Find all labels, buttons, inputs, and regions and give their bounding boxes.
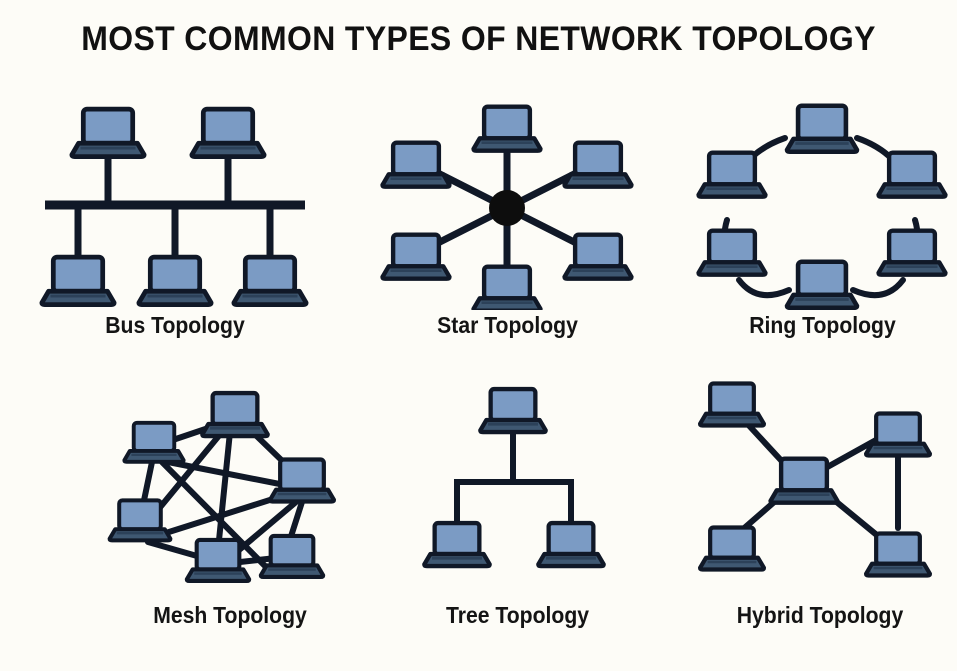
hybrid-link-center-topright — [819, 437, 879, 473]
laptop-node — [380, 232, 452, 281]
hybrid-topology-diagram — [697, 381, 933, 578]
laptop-node — [697, 381, 767, 428]
panel-hybrid-topology: Hybrid Topology — [680, 370, 957, 635]
laptop-node — [697, 525, 767, 572]
hybrid-nodes — [697, 381, 933, 578]
panel-label-star: Star Topology — [437, 312, 578, 338]
mesh-topology-diagram — [107, 390, 337, 584]
laptop-node — [876, 150, 948, 199]
tree-topology-diagram — [422, 386, 606, 569]
tree-nodes — [422, 386, 606, 569]
laptop-node — [136, 254, 214, 307]
mesh-nodes — [107, 390, 337, 584]
ring-link-lower-right-to-bottom — [850, 277, 906, 299]
laptop-node — [876, 228, 948, 277]
mesh-link-top-bottomcenter — [215, 429, 233, 553]
laptop-node — [231, 254, 309, 307]
laptop-node — [696, 150, 768, 199]
panel-label-bus: Bus Topology — [105, 312, 245, 338]
star-topology-diagram — [380, 104, 634, 310]
panel-tree-topology: Tree Topology — [395, 370, 640, 635]
star-central-hub — [489, 190, 525, 226]
ring-link-lower-left-to-bottom — [736, 277, 792, 299]
laptop-node — [471, 264, 543, 310]
panel-star-topology: Star Topology — [370, 90, 645, 355]
laptop-node — [863, 531, 933, 578]
bus-links — [45, 152, 305, 255]
laptop-node — [267, 457, 337, 504]
laptop-node — [422, 520, 492, 569]
laptop-node — [784, 103, 860, 155]
star-nodes — [380, 104, 634, 310]
laptop-node — [562, 232, 634, 281]
laptop-node — [122, 420, 186, 464]
laptop-node — [258, 533, 326, 580]
panel-mesh-topology: Mesh Topology — [90, 370, 370, 635]
panel-ring-topology: Ring Topology — [685, 90, 957, 355]
laptop-node — [768, 456, 840, 505]
panel-label-ring: Ring Topology — [749, 312, 896, 338]
ring-nodes — [696, 103, 948, 310]
laptop-node — [39, 254, 117, 307]
laptop-node — [200, 390, 270, 439]
laptop-node — [478, 386, 548, 435]
laptop-node — [184, 537, 252, 584]
laptop-node — [189, 106, 267, 159]
laptop-node — [107, 498, 173, 543]
laptop-node — [784, 259, 860, 310]
laptop-node — [69, 106, 147, 159]
laptop-node — [562, 140, 634, 189]
laptop-node — [696, 228, 768, 277]
tree-links — [454, 426, 574, 522]
panel-bus-topology: Bus Topology — [20, 90, 330, 355]
mesh-link-upperleft-right — [165, 459, 303, 491]
mesh-link-upperleft-bottomright — [159, 459, 268, 569]
page-title: MOST COMMON TYPES OF NETWORK TOPOLOGY — [81, 20, 876, 58]
panel-label-mesh: Mesh Topology — [153, 602, 307, 628]
laptop-node — [471, 104, 543, 153]
laptop-node — [863, 411, 933, 458]
laptop-node — [536, 520, 606, 569]
bus-topology-diagram — [39, 106, 309, 307]
ring-topology-diagram — [696, 103, 948, 310]
panel-label-tree: Tree Topology — [445, 602, 590, 628]
panel-label-hybrid: Hybrid Topology — [736, 602, 904, 628]
bus-nodes — [39, 106, 309, 307]
laptop-node — [380, 140, 452, 189]
